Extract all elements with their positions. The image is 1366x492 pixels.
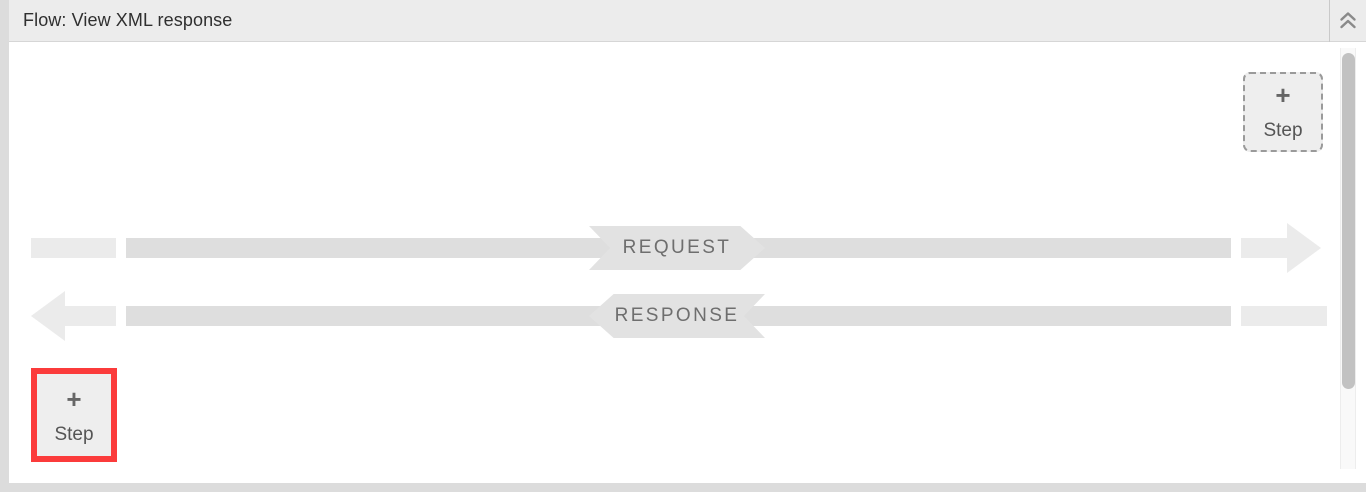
arrow-right-icon — [1287, 223, 1321, 273]
vertical-scrollbar-thumb[interactable] — [1342, 53, 1355, 389]
response-arrow-shaft — [64, 306, 116, 326]
arrow-left-icon — [31, 291, 65, 341]
plus-icon: + — [1275, 80, 1291, 110]
vertical-scrollbar-track[interactable] — [1340, 48, 1356, 469]
request-left-stub — [31, 238, 116, 258]
flow-row-response: RESPONSE — [9, 286, 1340, 346]
panel-header: Flow: View XML response — [9, 0, 1366, 42]
add-step-button-bottom-left[interactable]: + Step — [31, 368, 117, 462]
request-banner-label: REQUEST — [622, 237, 732, 258]
plus-icon: + — [66, 384, 82, 414]
flow-canvas: + Step REQUEST RESPONSE + Step — [9, 42, 1340, 483]
response-banner-label: RESPONSE — [614, 305, 740, 326]
collapse-panel-button[interactable] — [1330, 0, 1366, 42]
flow-row-request: REQUEST — [9, 218, 1340, 278]
page-title: Flow: View XML response — [23, 10, 233, 30]
request-banner: REQUEST — [589, 226, 765, 270]
request-arrow-shaft — [1241, 238, 1293, 258]
add-step-label: Step — [1263, 120, 1303, 141]
response-right-stub — [1241, 306, 1327, 326]
response-banner: RESPONSE — [589, 294, 765, 338]
header-divider — [1329, 0, 1330, 42]
add-step-label: Step — [54, 424, 94, 445]
add-step-button-top-right[interactable]: + Step — [1243, 72, 1323, 152]
